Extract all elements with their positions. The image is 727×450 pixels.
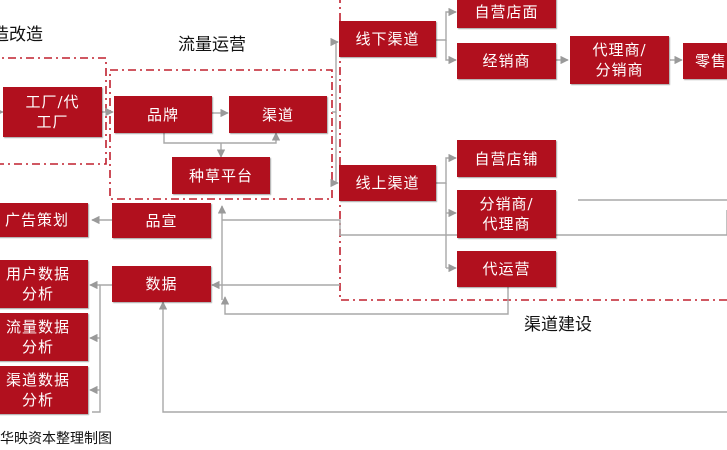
operator-box: 代运营 <box>457 251 556 287</box>
channel-build-title: 渠道建设 <box>524 315 592 335</box>
channel-data-analysis-box: 渠道数据 分析 <box>0 366 88 414</box>
self-store-box: 自营店面 <box>457 0 556 28</box>
retail-box: 零售 <box>683 43 727 79</box>
self-shop-box: 自营店铺 <box>457 140 556 177</box>
traffic-ops-title: 流量运营 <box>178 35 246 55</box>
traffic-ops-dashed-group <box>109 69 333 200</box>
agent-sub-distributor-box: 代理商/ 分销商 <box>570 36 669 84</box>
promo-box: 品宣 <box>112 203 211 238</box>
data-box: 数据 <box>112 266 211 302</box>
traffic-data-analysis-box: 流量数据 分析 <box>0 313 88 361</box>
left-section-title: 造改造 <box>0 25 43 45</box>
seeding-platform-box: 种草平台 <box>172 157 270 194</box>
ad-planning-box: 广告策划 <box>0 203 88 237</box>
user-data-analysis-box: 用户数据 分析 <box>0 260 88 308</box>
brand-box: 品牌 <box>114 96 212 133</box>
factory-box: 工厂/代 工厂 <box>3 87 102 137</box>
offline-channel-box: 线下渠道 <box>339 21 436 57</box>
channel-box: 渠道 <box>229 96 327 133</box>
distributor-box: 经销商 <box>457 43 556 79</box>
source-note: 华映资本整理制图 <box>0 431 112 447</box>
online-channel-box: 线上渠道 <box>339 165 436 201</box>
sub-agent-box: 分销商/ 代理商 <box>457 190 556 238</box>
